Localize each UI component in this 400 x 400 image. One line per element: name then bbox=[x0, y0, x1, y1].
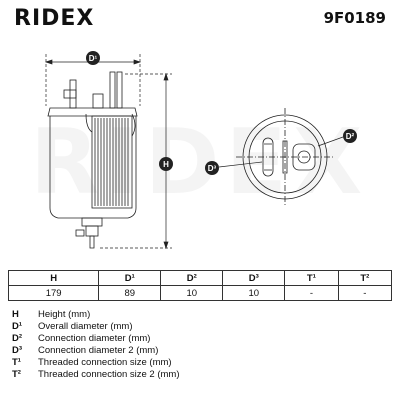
legend-text: Connection diameter 2 (mm) bbox=[38, 345, 159, 357]
header-t1: T¹ bbox=[284, 270, 339, 286]
svg-text:D²: D² bbox=[346, 132, 355, 141]
legend-symbol: D³ bbox=[12, 345, 23, 357]
legend-item: H Height (mm) bbox=[12, 309, 180, 321]
svg-text:D¹: D¹ bbox=[89, 54, 98, 63]
filter-side-view bbox=[47, 71, 138, 249]
header-d3: D³ bbox=[222, 270, 286, 286]
legend-symbol: T² bbox=[12, 369, 21, 381]
value-d3: 10 bbox=[222, 285, 286, 301]
header-d1: D¹ bbox=[98, 270, 162, 286]
legend-text: Overall diameter (mm) bbox=[38, 321, 133, 333]
technical-drawing: D¹ bbox=[44, 51, 357, 250]
header-d2: D² bbox=[160, 270, 224, 286]
h-label: H bbox=[159, 157, 173, 171]
legend: H Height (mm) D¹ Overall diameter (mm) D… bbox=[12, 309, 180, 382]
spec-table: H D¹ D² D³ T¹ T² 179 89 10 10 - - bbox=[7, 270, 393, 301]
d2-leader bbox=[317, 136, 344, 147]
legend-text: Connection diameter (mm) bbox=[38, 333, 151, 345]
d3-label: D³ bbox=[205, 161, 219, 175]
spec-table-header-row: H D¹ D² D³ T¹ T² bbox=[7, 270, 393, 286]
part-number: 9F0189 bbox=[323, 9, 386, 27]
legend-item: D² Connection diameter (mm) bbox=[12, 333, 180, 345]
legend-item: T¹ Threaded connection size (mm) bbox=[12, 357, 180, 369]
legend-item: D¹ Overall diameter (mm) bbox=[12, 321, 180, 333]
svg-text:H: H bbox=[163, 160, 169, 169]
header-h: H bbox=[7, 270, 100, 286]
legend-symbol: D¹ bbox=[12, 321, 23, 333]
legend-symbol: T¹ bbox=[12, 357, 21, 369]
value-h: 179 bbox=[7, 285, 100, 301]
d2-label: D² bbox=[343, 129, 357, 143]
brand-logo: RIDEX bbox=[14, 6, 95, 31]
value-t1: - bbox=[284, 285, 339, 301]
spec-table-value-row: 179 89 10 10 - - bbox=[7, 285, 393, 301]
d1-label: D¹ bbox=[86, 51, 100, 65]
legend-item: T² Threaded connection size 2 (mm) bbox=[12, 369, 180, 381]
header-t2: T² bbox=[337, 270, 393, 286]
legend-item: D³ Connection diameter 2 (mm) bbox=[12, 345, 180, 357]
value-t2: - bbox=[337, 285, 393, 301]
value-d1: 89 bbox=[98, 285, 162, 301]
value-d2: 10 bbox=[160, 285, 224, 301]
legend-text: Threaded connection size (mm) bbox=[38, 357, 172, 369]
legend-text: Height (mm) bbox=[38, 309, 91, 320]
legend-symbol: D² bbox=[12, 333, 23, 345]
svg-text:D³: D³ bbox=[208, 164, 217, 173]
legend-text: Threaded connection size 2 (mm) bbox=[38, 369, 180, 381]
filter-top-view bbox=[236, 108, 334, 206]
legend-symbol: H bbox=[12, 309, 19, 320]
d3-leader bbox=[218, 161, 263, 168]
